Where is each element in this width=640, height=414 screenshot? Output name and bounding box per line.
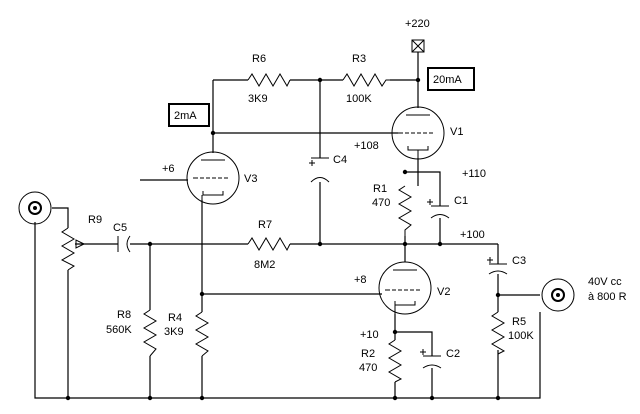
resistor-r8 xyxy=(143,309,157,357)
r7-name: R7 xyxy=(258,219,272,231)
junction-dots xyxy=(65,77,501,401)
r4-name: R4 xyxy=(168,312,182,324)
r2-value: 470 xyxy=(359,362,377,374)
supply-label: +220 xyxy=(405,18,430,30)
current-label-v3: 2mA xyxy=(174,110,197,122)
r1-value: 470 xyxy=(372,197,390,209)
potentiometer-r9 xyxy=(60,227,86,271)
supply-terminal xyxy=(411,39,425,53)
tube-v3 xyxy=(186,151,240,205)
voltage-100: +100 xyxy=(460,229,485,241)
voltage-110: +110 xyxy=(462,168,486,180)
output-jack xyxy=(541,278,575,312)
v3-label: V3 xyxy=(244,173,257,185)
r4-value: 3K9 xyxy=(164,326,184,338)
r5-value: 100K xyxy=(508,330,534,342)
wires xyxy=(34,52,541,399)
tube-v2 xyxy=(378,261,432,315)
capacitor-c5 xyxy=(117,235,131,253)
output-spec-line2: à 800 R xyxy=(588,291,627,303)
r7-value: 8M2 xyxy=(254,259,275,271)
r3-name: R3 xyxy=(352,53,366,65)
r8-name: R8 xyxy=(117,309,131,321)
c2-label: C2 xyxy=(446,348,460,360)
voltage-6: +6 xyxy=(162,163,175,175)
output-spec-line1: 40V cc xyxy=(588,276,622,288)
resistor-r3 xyxy=(342,73,390,87)
capacitor-c1 xyxy=(427,199,450,219)
resistor-r2 xyxy=(388,339,403,383)
voltage-8: +8 xyxy=(354,274,367,286)
resistor-r1 xyxy=(398,185,412,236)
r3-value: 100K xyxy=(346,93,372,105)
r6-name: R6 xyxy=(252,53,266,65)
c5-label: C5 xyxy=(113,222,127,234)
voltage-10: +10 xyxy=(360,329,379,341)
r9-name: R9 xyxy=(88,214,102,226)
r2-name: R2 xyxy=(361,348,375,360)
c4-label: C4 xyxy=(333,154,347,166)
resistor-r6 xyxy=(247,73,291,88)
resistor-r7 xyxy=(247,237,291,252)
c1-label: C1 xyxy=(454,195,468,207)
r5-name: R5 xyxy=(512,316,526,328)
current-label-v1: 20mA xyxy=(433,74,462,86)
r8-value: 560K xyxy=(106,324,132,336)
c3-label: C3 xyxy=(512,255,526,267)
current-box-v1: 20mA xyxy=(427,67,475,91)
capacitor-c2 xyxy=(420,349,442,369)
capacitor-c4 xyxy=(309,157,330,183)
voltage-108: +108 xyxy=(354,140,379,152)
v2-label: V2 xyxy=(437,286,450,298)
resistor-r5 xyxy=(491,311,506,355)
v1-label: V1 xyxy=(450,126,463,138)
current-box-v3: 2mA xyxy=(168,103,210,127)
capacitor-c3 xyxy=(487,257,508,275)
resistor-r4 xyxy=(195,311,209,357)
r1-name: R1 xyxy=(373,183,387,195)
r6-value: 3K9 xyxy=(248,93,268,105)
input-jack xyxy=(18,191,52,225)
tube-v1 xyxy=(391,106,445,160)
